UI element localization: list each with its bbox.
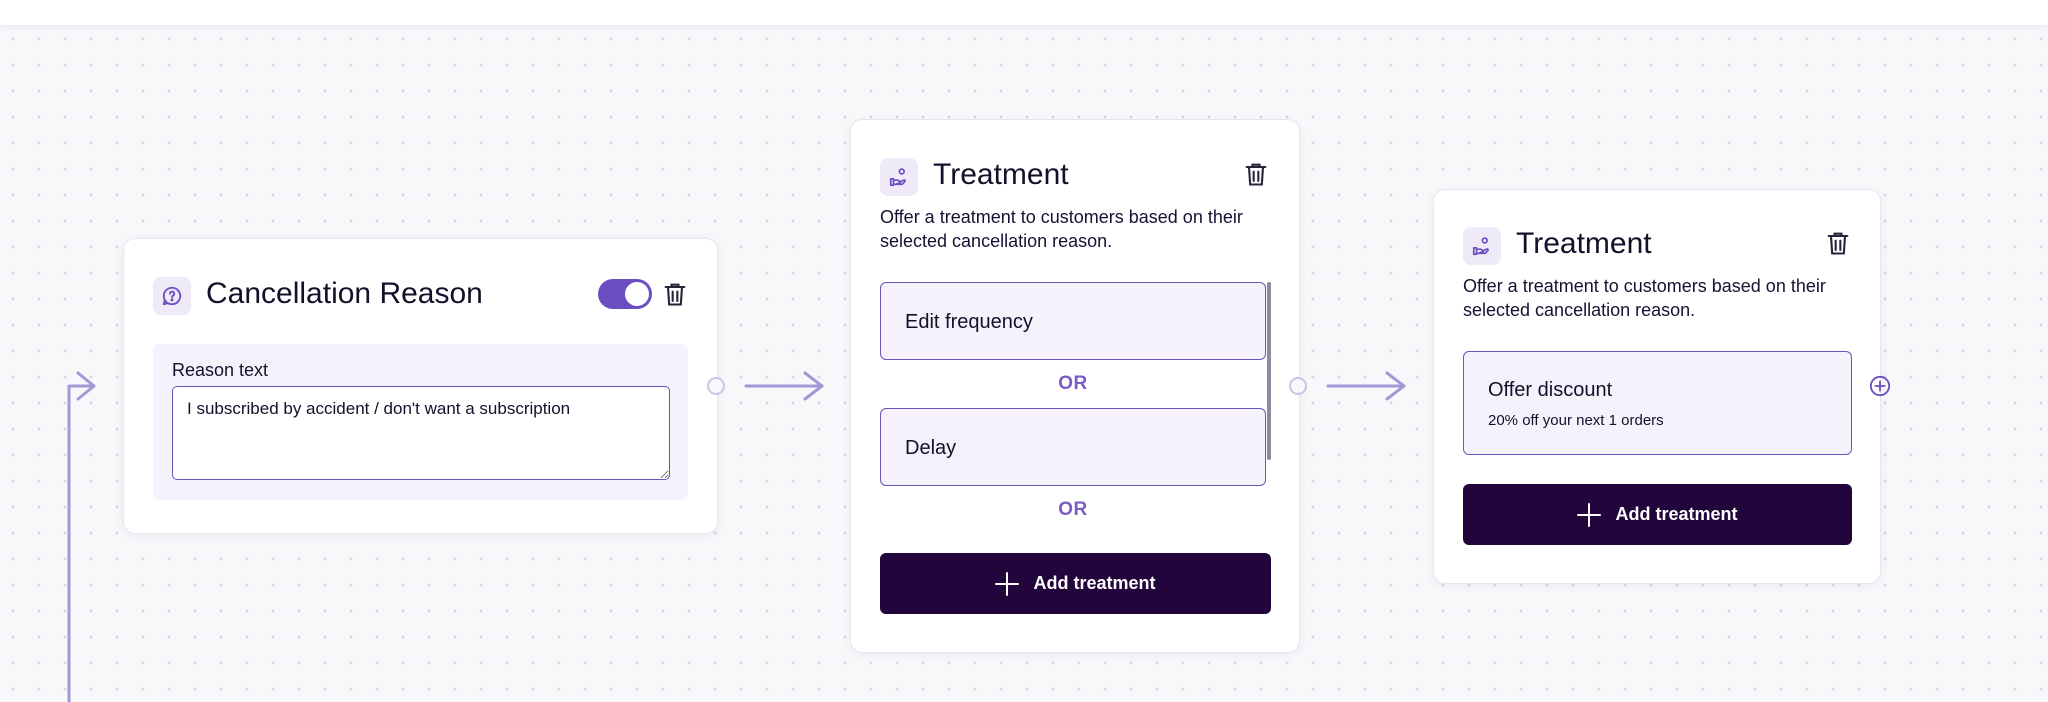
enable-toggle[interactable] (598, 279, 652, 309)
or-separator: OR (1058, 373, 1088, 394)
reason-text-input[interactable]: I subscribed by accident / don't want a … (172, 386, 670, 480)
option-label: Delay (905, 437, 957, 459)
option-label: Edit frequency (905, 311, 1033, 333)
connector-arrow-1-head (803, 371, 824, 401)
add-treatment-label: Add treatment (1033, 573, 1156, 593)
option-label: Offer discount (1488, 379, 1613, 401)
add-treatment-button[interactable]: Add treatment (880, 553, 1271, 614)
option-sublabel: 20% off your next 1 orders (1488, 412, 1664, 429)
card-title: Cancellation Reason (206, 277, 483, 310)
treatment-card-1: Treatment Offer a treatment to customers… (850, 119, 1300, 653)
connector-arrow-2-head (1385, 371, 1406, 401)
reason-panel: Reason text I subscribed by accident / d… (153, 344, 688, 500)
reason-text-label: Reason text (172, 360, 269, 380)
options-scrollbar[interactable] (1267, 282, 1271, 460)
plus-icon (995, 571, 1020, 596)
top-toolbar (0, 0, 2048, 25)
output-port-1[interactable] (707, 377, 725, 395)
chat-question-icon (153, 277, 191, 315)
plus-icon (1577, 502, 1602, 527)
card-description: Offer a treatment to customers based on … (1463, 276, 1826, 320)
card-title: Treatment (1516, 227, 1652, 260)
treatment-option-edit-frequency[interactable]: Edit frequency (880, 282, 1266, 360)
or-separator: OR (1058, 499, 1088, 520)
add-circle-icon[interactable] (1869, 375, 1891, 397)
card-description: Offer a treatment to customers based on … (880, 207, 1243, 251)
trash-icon[interactable] (661, 279, 689, 309)
hand-coin-icon (1463, 227, 1501, 265)
trash-icon[interactable] (1242, 159, 1270, 189)
incoming-arrow-head (76, 371, 96, 401)
treatment-card-2: Treatment Offer a treatment to customers… (1433, 189, 1881, 584)
output-port-2[interactable] (1289, 377, 1307, 395)
cancellation-reason-card: Cancellation Reason Reason text I subscr… (123, 238, 718, 534)
card-title: Treatment (933, 158, 1069, 191)
hand-coin-icon (880, 158, 918, 196)
add-treatment-label: Add treatment (1615, 504, 1738, 524)
treatment-option-offer-discount[interactable]: Offer discount 20% off your next 1 order… (1463, 351, 1852, 455)
incoming-branch-line (67, 384, 95, 702)
add-treatment-button[interactable]: Add treatment (1463, 484, 1852, 545)
treatment-option-delay[interactable]: Delay (880, 408, 1266, 486)
trash-icon[interactable] (1824, 228, 1852, 258)
toggle-knob (625, 282, 649, 306)
